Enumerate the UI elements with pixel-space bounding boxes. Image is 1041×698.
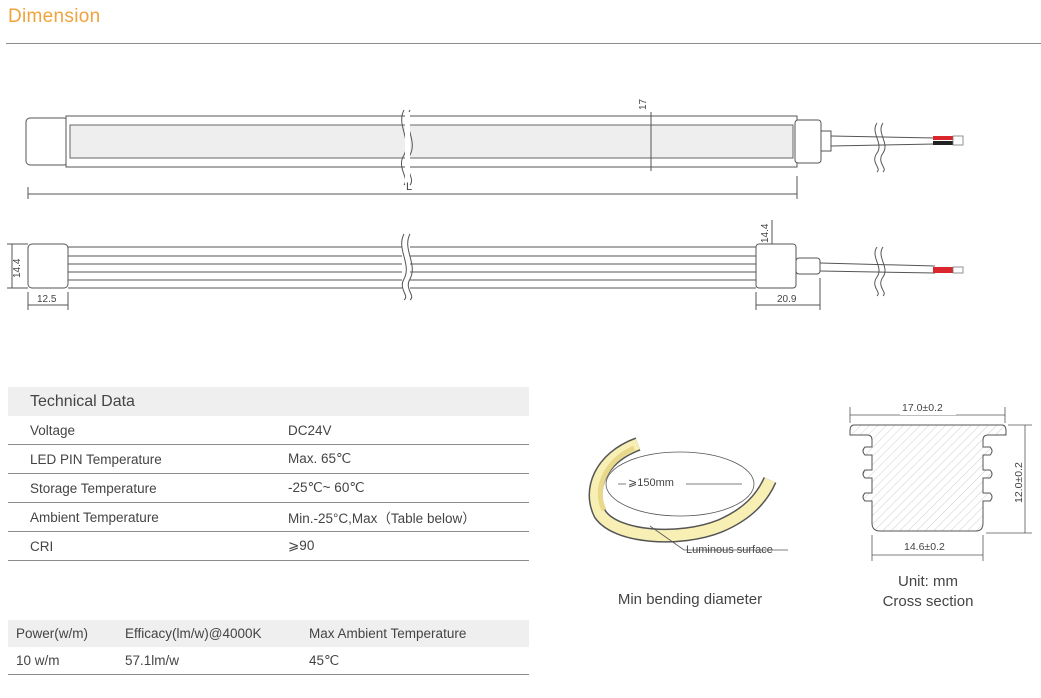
technical-data-table: Technical Data Voltage DC24V LED PIN Tem… xyxy=(8,387,529,561)
side-height-right-label: 14.4 xyxy=(760,223,771,243)
top-height-label: 17 xyxy=(638,98,649,110)
cell-efficacy: 57.1lm/w xyxy=(125,653,180,668)
section-title: Dimension xyxy=(8,6,101,27)
cell-power: 10 w/m xyxy=(16,653,60,668)
side-view-strip xyxy=(7,220,936,310)
row-label: Voltage xyxy=(30,422,76,438)
table-row: Storage Temperature -25℃~ 60℃ xyxy=(8,474,529,503)
cross-height-label: 12.0±0.2 xyxy=(1013,462,1025,503)
table-row: CRI ⩾90 xyxy=(8,532,529,561)
row-label: Ambient Temperature xyxy=(30,509,159,525)
table-row: 10 w/m 57.1lm/w 45℃ xyxy=(8,647,529,675)
cross-section-drawing: 17.0±0.2 12.0±0.2 14.6±0.2 xyxy=(849,401,1032,561)
cross-section-caption: Cross section xyxy=(882,593,974,610)
row-value: ⩾90 xyxy=(288,538,315,553)
row-value: Max. 65℃ xyxy=(288,451,352,466)
cross-width-bottom-label: 14.6±0.2 xyxy=(904,541,945,553)
cross-width-top-label: 17.0±0.2 xyxy=(902,402,943,414)
table-row: Ambient Temperature Min.-25°C,Max（Table … xyxy=(8,503,529,532)
dimension-drawing: 17 L 14.4 14.4 12.5 20.9 xyxy=(7,98,964,310)
unit-label: Unit: mm xyxy=(898,573,958,590)
top-wires xyxy=(933,135,964,146)
performance-table: Power(w/m) Efficacy(lm/w)@4000K Max Ambi… xyxy=(8,620,529,675)
header-power: Power(w/m) xyxy=(16,626,89,641)
bending-illustration: ⩾150mm Luminous surface xyxy=(588,437,788,556)
top-length-label: L xyxy=(406,181,412,193)
top-view-strip xyxy=(25,109,936,199)
end-cap-right-label: 20.9 xyxy=(777,294,797,305)
cell-max-temp: 45℃ xyxy=(309,652,340,668)
row-value: DC24V xyxy=(288,422,332,438)
table-row: Voltage DC24V xyxy=(8,416,529,445)
bending-diameter-label: ⩾150mm xyxy=(628,477,674,489)
row-value: -25℃~ 60℃ xyxy=(288,480,365,495)
table-row: LED PIN Temperature Max. 65℃ xyxy=(8,445,529,474)
performance-header: Power(w/m) Efficacy(lm/w)@4000K Max Ambi… xyxy=(8,620,529,647)
row-label: Storage Temperature xyxy=(30,480,157,496)
title-rule xyxy=(6,43,1041,44)
side-height-left-label: 14.4 xyxy=(12,258,23,278)
header-efficacy: Efficacy(lm/w)@4000K xyxy=(125,626,262,641)
row-label: CRI xyxy=(30,538,54,554)
bending-caption: Min bending diameter xyxy=(617,591,763,608)
header-max-temp: Max Ambient Temperature xyxy=(309,626,467,641)
side-wire xyxy=(933,266,964,274)
row-value: Min.-25°C,Max（Table below） xyxy=(288,511,476,526)
end-cap-left-label: 12.5 xyxy=(37,294,57,305)
luminous-surface-label: Luminous surface xyxy=(686,544,773,556)
row-label: LED PIN Temperature xyxy=(30,451,162,467)
technical-data-title: Technical Data xyxy=(8,387,529,416)
